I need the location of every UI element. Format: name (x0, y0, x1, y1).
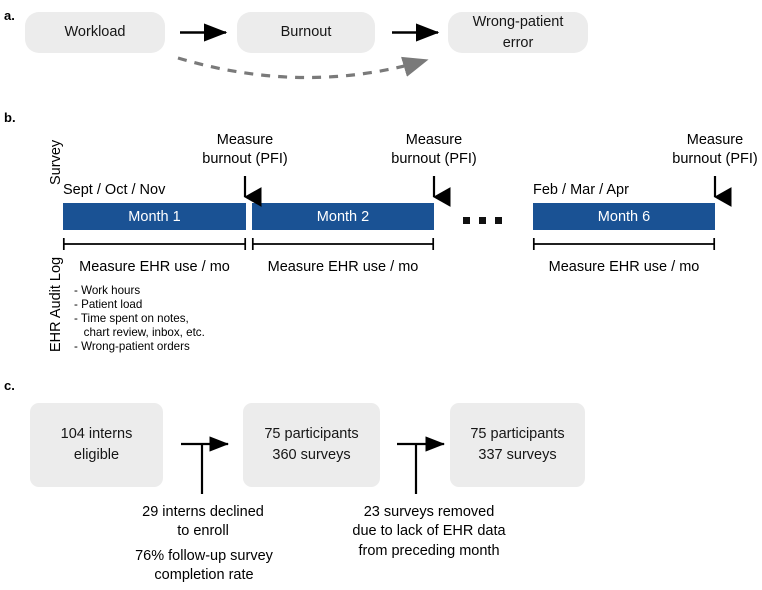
panel-c-letter: c. (4, 378, 15, 393)
panel-b-measure-label-2: Measure burnout (PFI) (391, 132, 477, 168)
panel-a-box-workload: Workload (25, 12, 165, 53)
panel-b-letter: b. (4, 110, 16, 125)
panel-c-box-eligible: 104 interns eligible (30, 403, 163, 487)
panel-b-period-label-1: Sept / Oct / Nov (63, 182, 166, 198)
panel-a-box-burnout: Burnout (237, 12, 375, 53)
panel-c-box-analyzed-line2: 337 surveys (478, 447, 557, 463)
panel-c-annotation-followup-rate: 76% follow-up survey completion rate (135, 548, 273, 584)
panel-b-bracket-label-3: Measure EHR use / mo (548, 259, 700, 275)
panel-b-bracket-3 (532, 238, 716, 250)
panel-c-arrow-1 (181, 436, 230, 494)
panel-b-bracket-2 (251, 238, 435, 250)
panel-b-month-bar-6-label: Month 6 (597, 208, 651, 225)
panel-b-ehr-measure-item-3: - Time spent on notes, (74, 312, 189, 325)
panel-a-letter: a. (4, 8, 15, 23)
panel-b-month-bar-6: Month 6 (533, 203, 715, 230)
panel-c-box-enrolled: 75 participants 360 surveys (243, 403, 380, 487)
panel-b-measure-label-1: Measure burnout (PFI) (202, 132, 288, 168)
panel-b-ellipsis (463, 217, 502, 224)
panel-a-box-workload-label: Workload (64, 24, 126, 41)
panel-b-ehr-measure-item-2: - Patient load (74, 298, 143, 311)
panel-b-period-label-2: Feb / Mar / Apr (533, 182, 629, 198)
ellipsis-dot (463, 217, 470, 224)
panel-b-ehr-measure-item-1: - Work hours (74, 284, 141, 297)
panel-b-month-bar-2: Month 2 (252, 203, 434, 230)
panel-c-arrow-2 (397, 436, 446, 494)
panel-a-box-burnout-label: Burnout (280, 24, 332, 41)
panel-b-bracket-1 (62, 238, 247, 250)
panel-b-measure-label-3: Measure burnout (PFI) (672, 132, 758, 168)
panel-a-box-wrong-patient-error: Wrong-patient error (448, 12, 588, 53)
panel-b-month-bar-1: Month 1 (63, 203, 246, 230)
panel-b-ehr-measure-item-4: - Wrong-patient orders (74, 340, 190, 353)
panel-b-ehr-measure-item-3b: chart review, inbox, etc. (74, 326, 205, 339)
panel-c-annotation-removed: 23 surveys removed due to lack of EHR da… (352, 504, 506, 559)
panel-c-box-enrolled-line2: 360 surveys (272, 447, 351, 463)
panel-b-month-bar-2-label: Month 2 (316, 208, 370, 225)
panel-a-box-wrong-patient-error-label: Wrong-patient error (472, 13, 564, 51)
panel-c-box-analyzed: 75 participants 337 surveys (450, 403, 585, 487)
panel-c-box-eligible-line1: 104 interns (60, 426, 133, 443)
panel-b-bracket-label-1: Measure EHR use / mo (79, 259, 230, 275)
panel-c-box-analyzed-line1: 75 participants (470, 426, 565, 443)
panel-c-box-enrolled-line1: 75 participants (264, 426, 359, 443)
panel-c-box-eligible-line2: eligible (73, 447, 120, 463)
panel-a-dashed-arrow-workload-to-error (177, 56, 429, 80)
panel-b-axis-label-ehr-audit-log: EHR Audit Log (48, 256, 64, 352)
panel-b-axis-label-survey: Survey (48, 139, 64, 185)
ellipsis-dot (479, 217, 486, 224)
ellipsis-dot (495, 217, 502, 224)
panel-b-month-bar-1-label: Month 1 (128, 208, 181, 225)
panel-b-bracket-label-2: Measure EHR use / mo (267, 259, 419, 275)
panel-c-annotation-declined: 29 interns declined to enroll (142, 504, 264, 540)
